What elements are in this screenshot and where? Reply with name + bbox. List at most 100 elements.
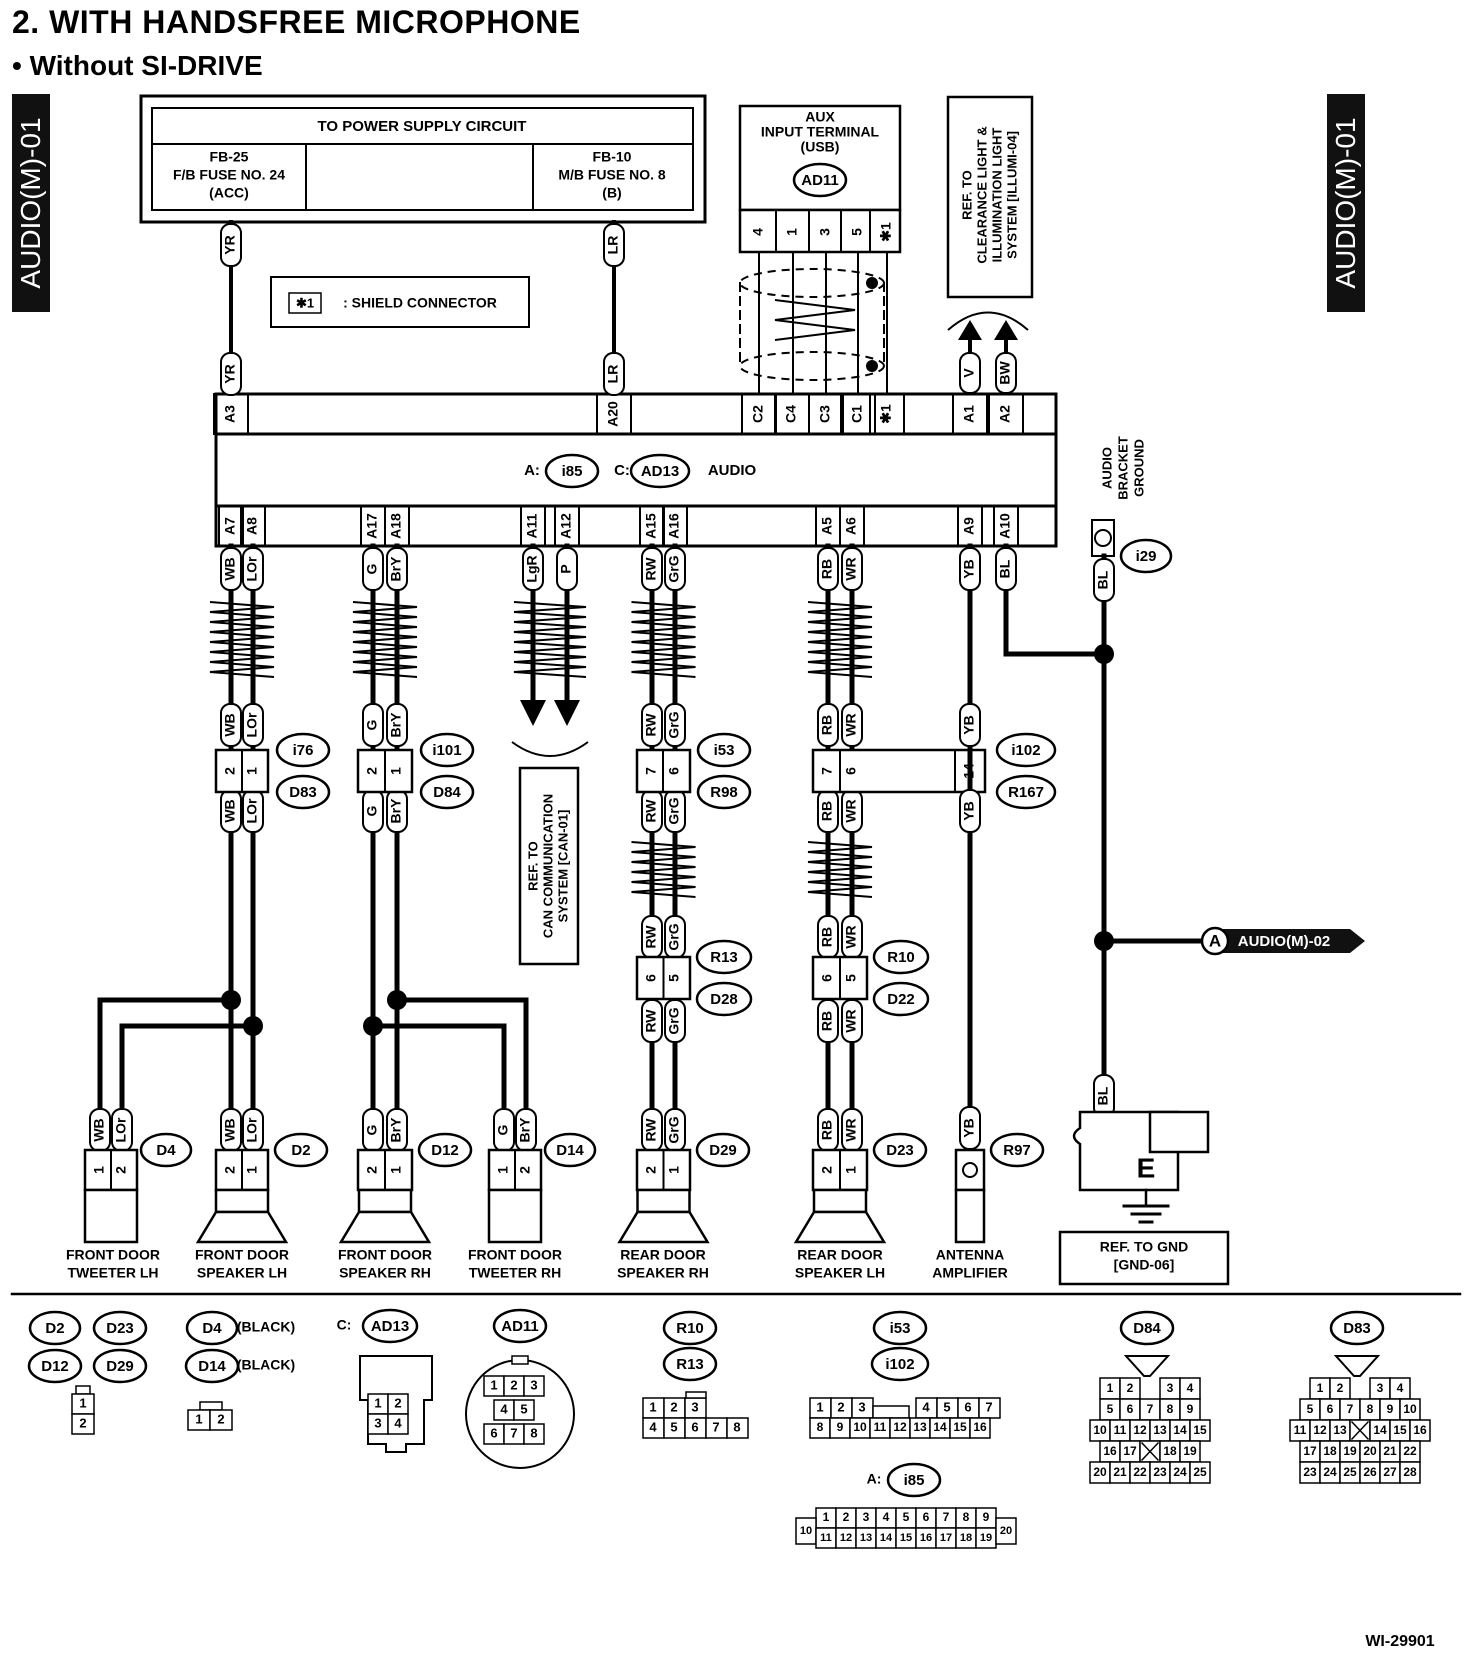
legend-pin-no: 1 — [1317, 1381, 1324, 1395]
legend-pin-no: 3 — [691, 1399, 698, 1414]
legend-pin-no: 10 — [1093, 1423, 1107, 1437]
legend-D12-oval — [27, 1348, 83, 1384]
conn-R167-label: R167 — [1008, 784, 1044, 801]
legend-pin-no: 7 — [510, 1425, 517, 1440]
legend-pin-no: 2 — [843, 1510, 850, 1524]
wire-color-label: GrG — [666, 797, 682, 824]
fuse-left-box — [151, 143, 307, 211]
conn-i101-oval — [419, 732, 475, 768]
legend-pin-no: 8 — [963, 1510, 970, 1524]
power-wire-color-label: LR — [605, 365, 621, 384]
conn-R10-oval — [872, 939, 930, 975]
wire-color-label: BL — [1095, 1086, 1111, 1105]
legend-pin — [969, 1417, 991, 1439]
component-name: AMPLIFIER — [932, 1265, 1007, 1281]
top-pin: C2 — [750, 405, 766, 423]
legend-pin-no: 15 — [900, 1532, 912, 1544]
legend-pin-no: 12 — [840, 1532, 852, 1544]
speaker-magnet — [812, 1188, 868, 1214]
conn-D84-oval — [419, 774, 475, 810]
wire-color-label: RB — [819, 715, 835, 735]
legend-pin-no: 19 — [1343, 1444, 1357, 1458]
legend-a-label: A: — [867, 1471, 882, 1487]
bottom-pin: A17 — [364, 513, 380, 539]
wire-color-tag — [641, 999, 663, 1043]
legend-pin-no: 21 — [1113, 1465, 1127, 1479]
conn-i53-label: i53 — [714, 742, 735, 759]
wire-color-tag — [817, 547, 839, 591]
power-supply-header-box — [151, 107, 694, 145]
legend-black: (BLACK) — [237, 1319, 295, 1335]
junction-dot — [866, 277, 878, 289]
tweeter-body — [83, 1188, 139, 1244]
conn-R167-oval — [995, 774, 1057, 810]
legend-pin-no: 24 — [1323, 1465, 1337, 1479]
legend-pin-no: 21 — [1383, 1444, 1397, 1458]
legend-pin-no: 25 — [1343, 1465, 1357, 1479]
wire-color-label: RB — [819, 559, 835, 579]
legend-D84-oval — [1119, 1310, 1175, 1346]
legend-tab — [199, 1401, 223, 1411]
aux-line: AUX — [805, 109, 835, 125]
junction-dot — [1094, 644, 1114, 664]
illum-wire-color-label: V — [961, 368, 977, 378]
legend-pin-no: 5 — [1107, 1402, 1114, 1416]
wire-color-label: RW — [643, 925, 659, 949]
side-tab-left: AUDIO(M)-01 — [12, 94, 50, 312]
wire-color-tag — [841, 703, 863, 747]
legend-pin-no: 1 — [195, 1411, 202, 1426]
wire-color-label: G — [364, 1124, 380, 1135]
wire-color-label: WR — [843, 1009, 859, 1032]
wire-color-tag — [1093, 558, 1115, 602]
component-name: REAR DOOR — [797, 1247, 883, 1263]
pin-no: 6 — [643, 974, 659, 982]
top-pin: A3 — [222, 405, 238, 423]
legend-pin-no: 7 — [943, 1510, 950, 1524]
legend-pin — [1189, 1461, 1211, 1484]
ground-symbol: E — [1137, 1152, 1156, 1183]
legend-pin-no: 3 — [374, 1415, 381, 1430]
can-ref-line: CAN COMMUNICATION — [540, 794, 555, 938]
arrow-down — [554, 700, 580, 726]
component-name: FRONT DOOR — [195, 1247, 289, 1263]
wire-color-label: BrY — [388, 798, 404, 824]
conn-D28-oval — [695, 981, 753, 1017]
legend-pin-no: 4 — [394, 1415, 402, 1430]
legend-pin-no: 2 — [670, 1399, 677, 1414]
legend-pin-no: 1 — [1107, 1381, 1114, 1395]
legend-pin-no: 12 — [893, 1420, 907, 1434]
ground-terminal-hole — [1094, 529, 1112, 547]
legend-R13-oval — [662, 1346, 718, 1382]
can-arc — [511, 741, 589, 757]
twisted-pair — [631, 601, 696, 678]
aux-pin: 1 — [784, 228, 800, 236]
legend-pin-no: 18 — [1163, 1444, 1177, 1458]
wire-color-tag — [817, 999, 839, 1043]
conn-i102-oval — [995, 732, 1057, 768]
wire-color-label: RB — [819, 801, 835, 821]
component-name: TWEETER RH — [469, 1265, 562, 1281]
legend-pin-no: 6 — [1327, 1402, 1334, 1416]
legend-pin-no: 2 — [837, 1399, 844, 1414]
top-pin: ✱1 — [878, 404, 894, 424]
conn-R98-label: R98 — [710, 784, 738, 801]
fuse-right-line: M/B FUSE NO. 8 — [558, 167, 666, 183]
component-name: FRONT DOOR — [66, 1247, 160, 1263]
wire-color-label: YB — [961, 801, 977, 820]
legend-pin-no: 20 — [1363, 1444, 1377, 1458]
offpage-target: AUDIO(M)-02 — [1238, 933, 1331, 950]
power-wire-color-tag — [603, 352, 625, 396]
wire-color-label: RW — [643, 713, 659, 737]
wire-color-label: WR — [843, 557, 859, 580]
legend-pin-no: 6 — [923, 1510, 930, 1524]
ground-label-line: AUDIO — [1099, 447, 1114, 489]
tweeter-lh-wire — [119, 1023, 253, 1108]
twisted-pair — [807, 841, 873, 898]
top-pin: A2 — [997, 405, 1013, 423]
wire-color-label: RW — [643, 1009, 659, 1033]
legend-pin-no: 17 — [1303, 1444, 1317, 1458]
legend-pin-no: 4 — [883, 1510, 890, 1524]
wire-color-tag — [959, 547, 981, 591]
legend-pin-no: 3 — [1377, 1381, 1384, 1395]
speaker-cone — [338, 1210, 432, 1244]
